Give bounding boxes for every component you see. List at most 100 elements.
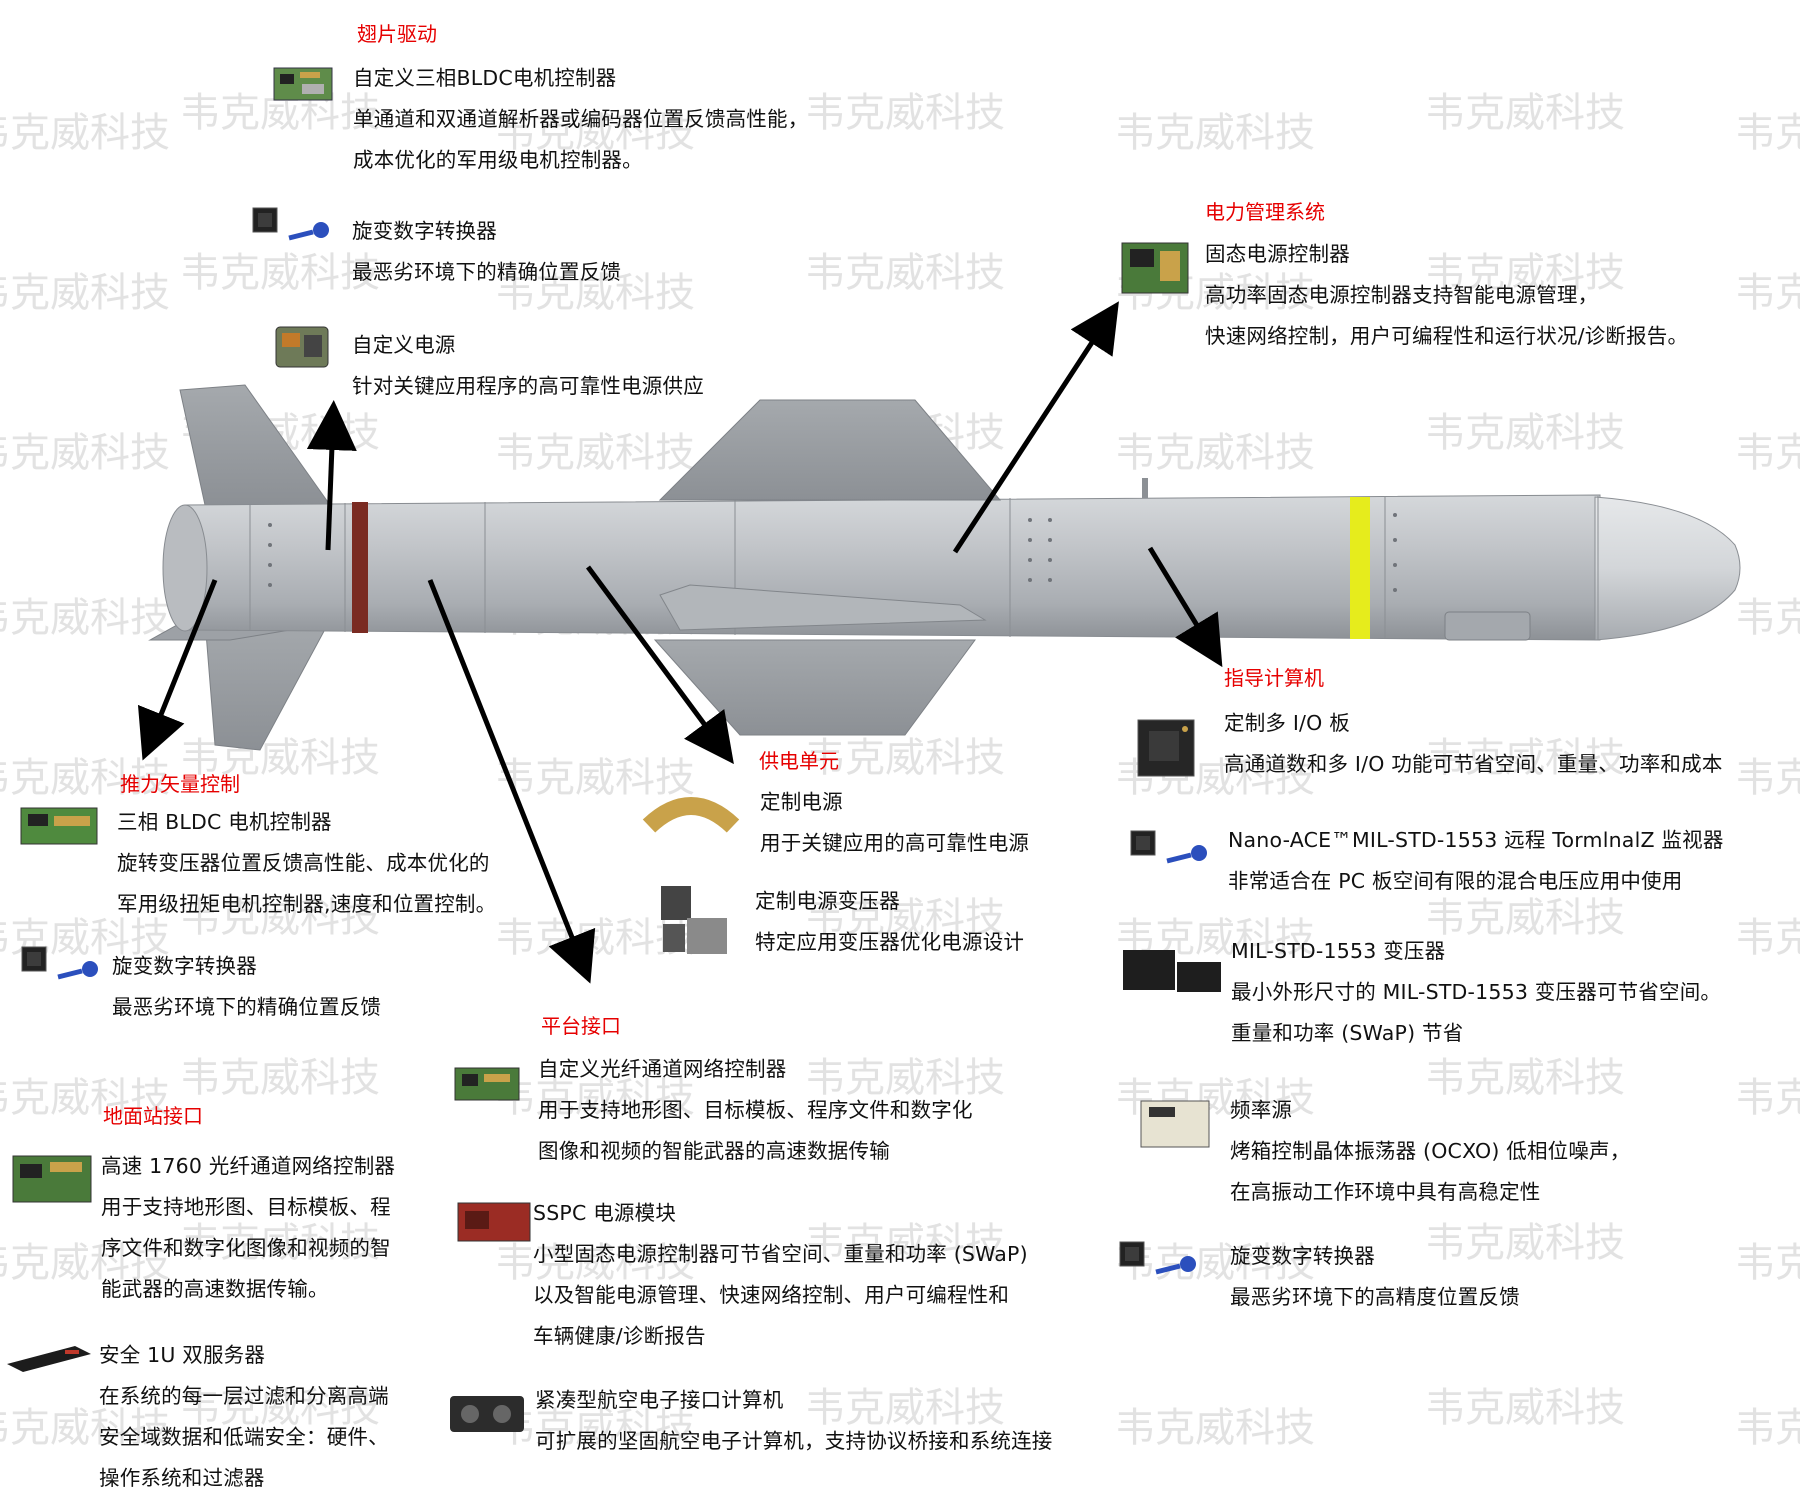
mid-wing-top xyxy=(658,399,1002,501)
platform-interface-heading: 平台接口 xyxy=(541,1014,621,1038)
arrow-fin-drive xyxy=(306,400,357,551)
guidance-item-3-desc-2: 重量和功率 (SWaP) 节省 xyxy=(1231,1021,1464,1045)
guidance-computer-heading: 指导计算机 xyxy=(1224,666,1324,690)
ground-station-item-1: 高速 1760 光纤通道网络控制器 用于支持地形图、目标模板、程 序文件和数字化… xyxy=(101,1146,395,1310)
thrust-vector-item-1-name: 三相 BLDC 电机控制器 xyxy=(117,810,332,834)
fin-drive-item-1-desc-2: 成本优化的军用级电机控制器。 xyxy=(353,148,643,172)
fiber-network-card-icon xyxy=(10,1152,94,1208)
ground-station-item-1-desc-2: 序文件和数字化图像和视频的智 xyxy=(101,1236,391,1260)
arrow-thrust-vector xyxy=(137,579,218,761)
guidance-item-4: 频率源 烤箱控制晶体振荡器 (OCXO) 低相位噪声， 在高振动工作环境中具有高… xyxy=(1230,1090,1630,1213)
platform-item-2: SSPC 电源模块 小型固态电源控制器可节省空间、重量和功率 (SWaP) 以及… xyxy=(533,1193,1028,1357)
avionics-computer-icon xyxy=(446,1388,528,1438)
platform-interface-section: 平台接口 xyxy=(541,1012,621,1040)
ground-station-item-1-name: 高速 1760 光纤通道网络控制器 xyxy=(101,1154,396,1178)
guidance-item-5-desc-1: 最恶劣环境下的高精度位置反馈 xyxy=(1230,1285,1520,1309)
power-supply-unit-section: 供电单元 xyxy=(759,747,839,775)
guidance-item-3: MIL-STD-1553 变压器 最小外形尺寸的 MIL-STD-1553 变压… xyxy=(1231,931,1721,1054)
fin-drive-heading: 翅片驱动 xyxy=(357,22,437,46)
arrow-power-supply-unit xyxy=(585,565,734,765)
platform-item-3-desc-1: 可扩展的坚固航空电子计算机，支持协议桥接和系统连接 xyxy=(535,1429,1053,1453)
fin-drive-item-1-name: 自定义三相BLDC电机控制器 xyxy=(353,66,617,90)
platform-item-2-desc-2: 以及智能电源管理、快速网络控制、用户可编程性和 xyxy=(533,1283,1010,1307)
fin-drive-item-3: 自定义电源 针对关键应用程序的高可靠性电源供应 xyxy=(352,325,704,407)
power-supply-item-2-desc-1: 特定应用变压器优化电源设计 xyxy=(755,930,1025,954)
platform-item-2-name: SSPC 电源模块 xyxy=(533,1201,677,1225)
power-supply-module-icon xyxy=(270,321,336,375)
power-supply-item-2-name: 定制电源变压器 xyxy=(755,889,900,913)
ground-station-item-2-desc-2: 安全域数据和低端安全：硬件、 xyxy=(99,1425,389,1449)
guidance-item-3-desc-1: 最小外形尺寸的 MIL-STD-1553 变压器可节省空间。 xyxy=(1231,980,1722,1004)
ground-station-item-2-desc-3: 操作系统和过滤器 xyxy=(99,1466,265,1490)
ground-station-item-2-name: 安全 1U 双服务器 xyxy=(99,1343,266,1367)
io-board-icon xyxy=(1135,717,1197,779)
guidance-item-1-name: 定制多 I/O 板 xyxy=(1224,711,1350,735)
resolver-converter-icon xyxy=(251,206,341,251)
platform-item-3-name: 紧凑型航空电子接口计算机 xyxy=(535,1388,784,1412)
ground-station-item-1-desc-3: 能武器的高速数据传输。 xyxy=(101,1277,329,1301)
sspc-board-icon xyxy=(1118,237,1194,299)
ground-station-section: 地面站接口 xyxy=(103,1102,203,1130)
power-transformer-icon xyxy=(655,882,733,960)
ground-station-item-2-desc-1: 在系统的每一层过滤和分离高端 xyxy=(99,1384,389,1408)
motor-controller-board-icon xyxy=(18,802,100,850)
fin-drive-item-3-name: 自定义电源 xyxy=(352,333,456,357)
guidance-item-2: Nano-ACE™MIL-STD-1553 远程 TormlnalZ 监视器 非… xyxy=(1228,820,1724,902)
fin-drive-item-1: 自定义三相BLDC电机控制器 单通道和双通道解析器或编码器位置反馈高性能， 成本… xyxy=(353,58,808,181)
mid-wing-side xyxy=(659,584,987,631)
fiber-channel-card-icon xyxy=(452,1064,522,1106)
side-pod xyxy=(1444,611,1531,641)
power-supply-item-2: 定制电源变压器 特定应用变压器优化电源设计 xyxy=(755,881,1024,963)
power-supply-unit-heading: 供电单元 xyxy=(759,749,839,773)
thrust-vector-item-2-name: 旋变数字转换器 xyxy=(112,954,257,978)
fin-drive-item-2: 旋变数字转换器 最恶劣环境下的精确位置反馈 xyxy=(352,211,621,293)
guidance-item-4-desc-1: 烤箱控制晶体振荡器 (OCXO) 低相位噪声， xyxy=(1230,1139,1631,1163)
guidance-item-4-desc-2: 在高振动工作环境中具有高稳定性 xyxy=(1230,1180,1541,1204)
fin-drive-item-3-desc-1: 针对关键应用程序的高可靠性电源供应 xyxy=(352,374,704,398)
guidance-item-2-desc-1: 非常适合在 PC 板空间有限的混合电压应用中使用 xyxy=(1228,869,1683,893)
power-management-section: 电力管理系统 xyxy=(1205,198,1325,226)
mid-wing-bottom xyxy=(653,639,976,736)
fin-drive-section: 翅片驱动 xyxy=(357,20,437,48)
resolver-converter-icon xyxy=(1118,1240,1208,1285)
thrust-vector-item-2: 旋变数字转换器 最恶劣环境下的精确位置反馈 xyxy=(112,946,381,1028)
ocxo-oscillator-icon xyxy=(1135,1095,1217,1157)
arrow-guidance-computer xyxy=(1147,546,1223,668)
thrust-vector-section: 推力矢量控制 xyxy=(120,770,240,798)
ground-station-heading: 地面站接口 xyxy=(103,1104,203,1128)
platform-item-2-desc-3: 车辆健康/诊断报告 xyxy=(533,1324,706,1348)
power-management-item-1-name: 固态电源控制器 xyxy=(1205,242,1350,266)
ground-station-item-1-desc-1: 用于支持地形图、目标模板、程 xyxy=(101,1195,391,1219)
thrust-vector-item-1-desc-1: 旋转变压器位置反馈高性能、成本优化的 xyxy=(117,851,490,875)
guidance-item-5-name: 旋变数字转换器 xyxy=(1230,1244,1375,1268)
thrust-vector-item-1-desc-2: 军用级扭矩电机控制器,速度和位置控制。 xyxy=(117,892,497,916)
rack-server-icon xyxy=(5,1338,93,1380)
missile-body xyxy=(162,494,1741,641)
thrust-vector-item-1: 三相 BLDC 电机控制器 旋转变压器位置反馈高性能、成本优化的 军用级扭矩电机… xyxy=(117,802,496,925)
power-supply-item-1-desc-1: 用于关键应用的高可靠性电源 xyxy=(760,831,1030,855)
power-management-item-1: 固态电源控制器 高功率固态电源控制器支持智能电源管理， 快速网络控制，用户可编程… xyxy=(1205,234,1688,357)
power-management-item-1-desc-1: 高功率固态电源控制器支持智能电源管理， xyxy=(1205,283,1599,307)
platform-item-1-desc-1: 用于支持地形图、目标模板、程序文件和数字化 xyxy=(538,1098,973,1122)
guidance-item-1-desc-1: 高通道数和多 I/O 功能可节省空间、重量、功率和成本 xyxy=(1224,752,1723,776)
sspc-module-icon xyxy=(455,1199,533,1247)
power-management-heading: 电力管理系统 xyxy=(1205,200,1325,224)
guidance-computer-section: 指导计算机 xyxy=(1224,664,1324,692)
arrow-platform-interface xyxy=(427,579,596,984)
arrow-power-management xyxy=(952,301,1119,554)
guidance-item-4-name: 频率源 xyxy=(1230,1098,1293,1122)
thrust-vector-heading: 推力矢量控制 xyxy=(120,772,240,796)
fin-drive-item-1-desc-1: 单通道和双通道解析器或编码器位置反馈高性能， xyxy=(353,107,809,131)
guidance-item-5: 旋变数字转换器 最恶劣环境下的高精度位置反馈 xyxy=(1230,1236,1520,1318)
guidance-item-2-name: Nano-ACE™MIL-STD-1553 远程 TormlnalZ 监视器 xyxy=(1228,828,1724,852)
platform-item-1-name: 自定义光纤通道网络控制器 xyxy=(538,1057,787,1081)
power-supply-item-1: 定制电源 用于关键应用的高可靠性电源 xyxy=(760,782,1029,864)
power-management-item-1-desc-2: 快速网络控制，用户可编程性和运行状况/诊断报告。 xyxy=(1205,324,1689,348)
resolver-converter-icon xyxy=(20,945,110,990)
thrust-vector-item-2-desc-1: 最恶劣环境下的精确位置反馈 xyxy=(112,995,382,1019)
antenna xyxy=(1142,478,1148,498)
ground-station-item-2: 安全 1U 双服务器 在系统的每一层过滤和分离高端 安全域数据和低端安全：硬件、… xyxy=(99,1335,389,1499)
tail-fin-top xyxy=(179,384,331,506)
guidance-item-1: 定制多 I/O 板 高通道数和多 I/O 功能可节省空间、重量、功率和成本 xyxy=(1224,703,1723,785)
